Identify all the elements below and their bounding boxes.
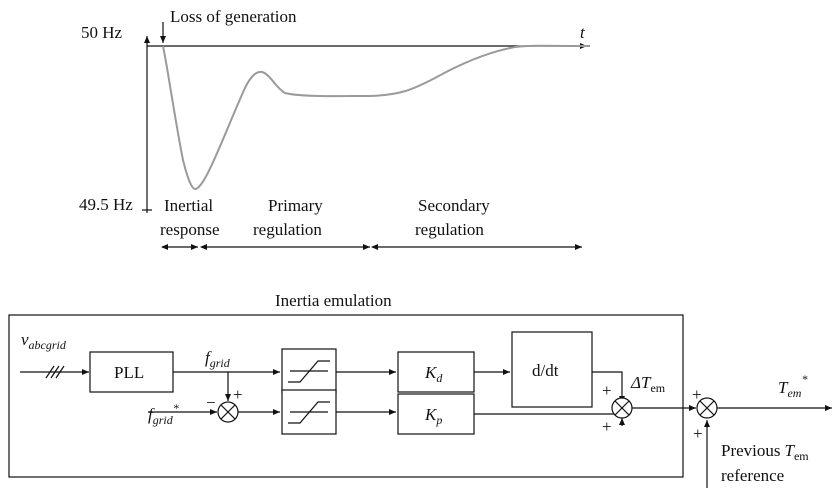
sum1-plus: +: [233, 385, 243, 404]
phase-inertial-line2: response: [160, 220, 219, 239]
bus-slash-1: [45, 365, 55, 379]
bus-slash-3: [55, 365, 65, 379]
emulation-frame: [8, 314, 684, 478]
time-axis-label: t: [580, 23, 586, 42]
input-v-label: vabcgrid: [21, 330, 67, 352]
sum-junction-3: [696, 397, 718, 419]
prev-ref-line2: reference: [721, 466, 784, 485]
sum2-plus-bottom: +: [602, 417, 612, 436]
phase-primary-line2: regulation: [253, 220, 322, 239]
frequency-plot: 50 Hz 49.5 Hz Loss of generation t Inert…: [79, 7, 591, 250]
sum-junction-2: [611, 397, 633, 419]
freq-49-5-label: 49.5 Hz: [79, 195, 133, 214]
output-t-label: Tem*: [778, 372, 807, 400]
event-label: Loss of generation: [170, 7, 297, 26]
kp-label: Kp: [424, 405, 442, 427]
phase-inertial-line1: Inertial: [164, 196, 213, 215]
sum1-minus: −: [206, 393, 216, 412]
phase-secondary-line1: Secondary: [418, 196, 490, 215]
deriv-to-sum-line: [592, 371, 625, 403]
pll-block: [89, 351, 174, 393]
kp-block: [397, 393, 475, 435]
sum3-plus-top: +: [692, 385, 702, 404]
pll-label: PLL: [114, 363, 144, 382]
fgrid-label: fgrid: [205, 348, 231, 370]
fgrid-ref-label: fgrid*: [148, 401, 179, 427]
kd-block: [397, 351, 475, 393]
kp-to-sum-line: [474, 413, 623, 416]
sum3-plus-bottom: +: [693, 424, 703, 443]
phase-primary-line1: Primary: [268, 196, 323, 215]
derivative-block: [511, 331, 593, 408]
kd-label: Kd: [424, 363, 443, 385]
frequency-curve: [162, 44, 591, 190]
derivative-label: d/dt: [532, 361, 559, 380]
diagram-title: Inertia emulation: [275, 291, 392, 310]
phase-secondary-line2: regulation: [415, 220, 484, 239]
sum2-plus-top: +: [602, 381, 612, 400]
sum-junction-1: [217, 401, 239, 423]
bus-slash-2: [50, 365, 60, 379]
freq-50-label: 50 Hz: [81, 23, 123, 42]
inertia-emulation-diagram: Inertia emulation vabcgrid PLL fgrid Kd …: [8, 291, 832, 488]
delta-t-label: ΔTem: [630, 373, 666, 395]
